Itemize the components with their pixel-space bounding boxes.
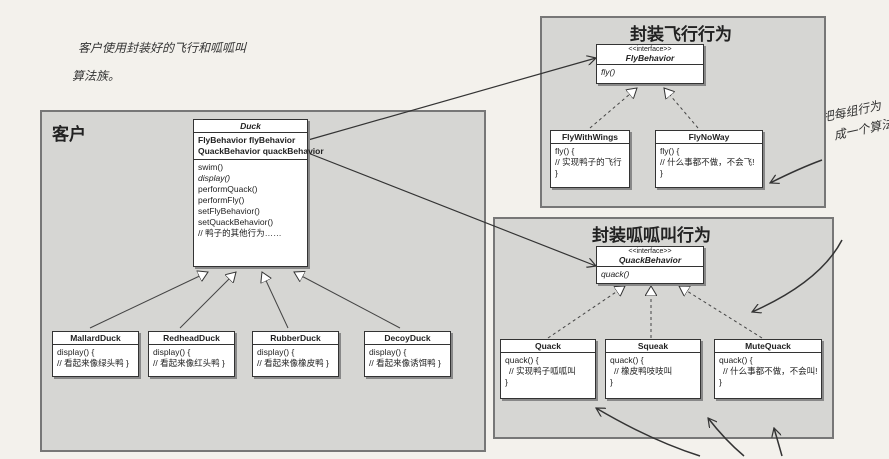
method-line: } <box>660 168 663 178</box>
inherit-rubber <box>262 272 289 329</box>
fly-title: 封装飞行行为 <box>630 25 732 44</box>
subclass-rubberduck: RubberDuck display() {// 看起来像橡皮鸭 } <box>252 331 339 377</box>
note-line: 客户使用封装好的飞行和呱呱叫 <box>78 41 247 55</box>
duck-field: QuackBehavior quackBehavior <box>198 146 324 156</box>
class-flywithwings: FlyWithWings fly() { // 实现鸭子的飞行 } <box>550 130 630 188</box>
method-line: } <box>719 377 722 387</box>
method-line: display() { <box>257 347 295 357</box>
method-line: // 看起来像绿头鸭 } <box>57 358 129 368</box>
subclass-decoyduck: DecoyDuck display() {// 看起来像诱饵鸭 } <box>364 331 451 377</box>
class-name: MuteQuack <box>745 341 791 351</box>
impl-flynoway <box>664 88 699 129</box>
duck-method: performQuack() <box>198 184 258 194</box>
arrow-duck-to-flybehavior <box>307 58 596 141</box>
class-name: DecoyDuck <box>384 333 431 343</box>
class-name: RubberDuck <box>270 333 321 343</box>
note-top-left: 客户使用封装好的飞行和呱呱叫 算法族。 <box>72 34 247 90</box>
method-line: // 看起来像橡皮鸭 } <box>257 358 329 368</box>
duck-method: display() <box>198 173 231 183</box>
method-line: fly() { <box>555 146 575 156</box>
method-line: // 什么事都不做，不会飞! <box>660 157 755 167</box>
duck-method: swim() <box>198 162 224 172</box>
hand-arrow-to-flynoway <box>770 159 823 183</box>
duck-methods: swim() display() performQuack() performF… <box>194 160 307 241</box>
subclass-redheadduck: RedheadDuck display() {// 看起来像红头鸭 } <box>148 331 235 377</box>
quackbehavior-interface: <<interface>> QuackBehavior quack() <box>596 246 704 284</box>
duck-method: performFly() <box>198 195 245 205</box>
duck-method: setQuackBehavior() <box>198 217 274 227</box>
method-line: // 看起来像诱饵鸭 } <box>369 358 441 368</box>
duck-class: Duck FlyBehavior flyBehavior QuackBehavi… <box>193 119 324 267</box>
class-name: MallardDuck <box>70 333 121 343</box>
class-name: FlyWithWings <box>561 132 619 142</box>
method-line: } <box>610 377 613 387</box>
arrow-duck-to-quackbehavior <box>307 152 596 266</box>
method-line: display() { <box>153 347 191 357</box>
class-name: RedheadDuck <box>163 333 220 343</box>
inherit-mallard <box>89 272 208 329</box>
method-line: quack() { <box>610 355 644 365</box>
duck-method: // 鸭子的其他行为…… <box>198 228 282 238</box>
method-line: // 实现鸭子呱呱叫 <box>509 366 576 376</box>
hand-arrow-to-mutequack <box>774 428 783 457</box>
client-title: 客户 <box>52 125 86 144</box>
subclass-mallardduck: MallardDuck display() {// 看起来像绿头鸭 } <box>52 331 139 377</box>
class-name: Squeak <box>637 341 669 351</box>
class-quack: Quack quack() { // 实现鸭子呱呱叫 } <box>500 339 596 399</box>
impl-quack <box>547 286 625 339</box>
note-line: 算法族。 <box>72 69 121 83</box>
class-flynoway: FlyNoWay fly() { // 什么事都不做，不会飞! } <box>655 130 763 188</box>
duck-method: setFlyBehavior() <box>198 206 260 216</box>
method-line: quack() { <box>505 355 539 365</box>
impl-flywithwings <box>589 88 637 129</box>
class-mutequack: MuteQuack quack() { // 什么事都不做，不会叫! } <box>714 339 822 399</box>
method-line: // 实现鸭子的飞行 <box>555 157 622 167</box>
flybehavior-interface: <<interface>> FlyBehavior fly() <box>596 44 704 84</box>
method-line: display() { <box>369 347 407 357</box>
stereotype-label: <<interface>> <box>628 46 672 53</box>
method-line: fly() { <box>660 146 680 156</box>
interface-method: quack() <box>601 269 630 279</box>
method-line: } <box>555 168 558 178</box>
hand-arrow-to-quackbox <box>752 239 843 312</box>
duck-field: FlyBehavior flyBehavior <box>198 135 296 145</box>
class-name: FlyNoWay <box>688 132 730 142</box>
method-line: quack() { <box>719 355 753 365</box>
method-line: display() { <box>57 347 95 357</box>
duck-fields: FlyBehavior flyBehavior QuackBehavior qu… <box>194 133 324 160</box>
inherit-redhead <box>179 272 236 329</box>
class-squeak: Squeak quack() { // 橡皮鸭吱吱叫 } <box>605 339 701 399</box>
inherit-decoy <box>294 272 401 329</box>
hand-arrow-to-quack <box>596 407 701 457</box>
method-line: // 橡皮鸭吱吱叫 <box>614 366 673 376</box>
method-line: } <box>505 377 508 387</box>
duck-class-name: Duck <box>240 121 261 131</box>
stereotype-label: <<interface>> <box>628 248 672 255</box>
method-line: // 看起来像红头鸭 } <box>153 358 225 368</box>
interface-name: FlyBehavior <box>625 53 675 63</box>
interface-method: fly() <box>601 67 616 77</box>
method-line: // 什么事都不做，不会叫! <box>723 366 818 376</box>
interface-name: QuackBehavior <box>618 255 682 265</box>
hand-arrow-to-squeak <box>708 418 745 457</box>
quack-title: 封装呱呱叫行为 <box>592 226 711 245</box>
class-name: Quack <box>535 341 561 351</box>
impl-mutequack <box>679 286 763 339</box>
